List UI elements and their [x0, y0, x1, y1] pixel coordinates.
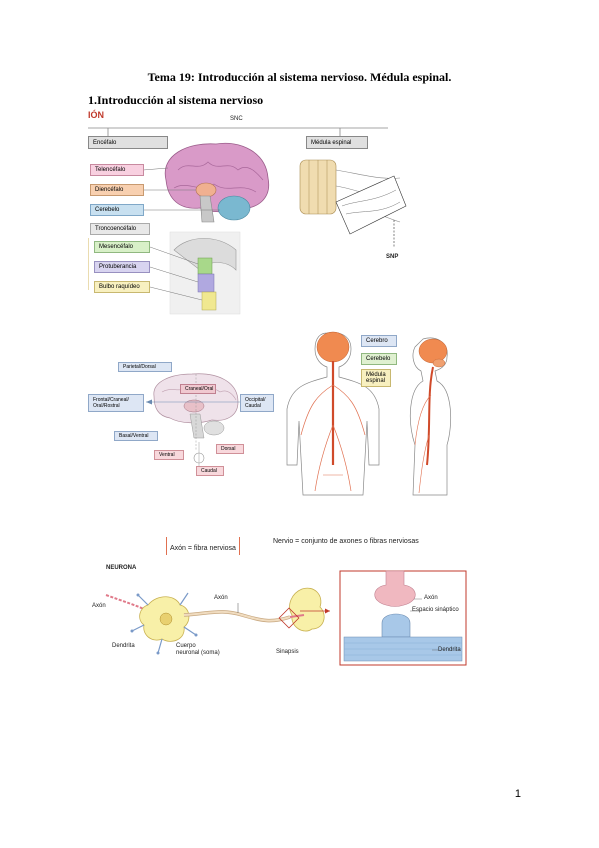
page-number: 1 — [514, 788, 521, 800]
cerebelo-label: Cerebelo — [361, 353, 397, 365]
protuberancia-box: Protuberancia — [94, 261, 150, 273]
figure-body-cns: Cerebro Cerebelo Médula espinal — [283, 325, 465, 505]
craneal-label: Craneal/Oral — [180, 384, 216, 394]
brain-direction-illustration — [146, 373, 258, 468]
cerebro-label: Cerebro — [361, 335, 397, 347]
document-title: Tema 19: Introducción al sistema nervios… — [147, 70, 452, 84]
axon-definition-text: Axón = fibra nerviosa — [170, 545, 236, 552]
basal-label: Basal/Ventral — [114, 431, 158, 441]
bulbo-box: Bulbo raquídeo — [94, 281, 150, 293]
nerve-definition: Nervio = conjunto de axones o fibras ner… — [273, 538, 419, 545]
figure-anatomical-directions: Parietal/Dorsal Craneal/Oral Frontal/Cra… — [88, 358, 278, 483]
diencefalo-box: Diencéfalo — [90, 184, 144, 196]
tronco-box: Troncoencéfalo — [90, 223, 150, 235]
parietal-label: Parietal/Dorsal — [118, 362, 172, 372]
figure-neuron: NEURONA Axón Axón Dendrita Cuerpo neuron… — [92, 565, 470, 670]
cns-illustration — [83, 127, 407, 315]
axon-top-label: Axón — [214, 595, 228, 601]
ventral-label: Ventral — [154, 450, 184, 460]
axon-definition: Axón = fibra nerviosa — [166, 537, 240, 555]
encefalo-box: Encéfalo — [88, 136, 168, 149]
cell-body-label: Cuerpo neuronal (soma) — [176, 643, 220, 656]
cerebelo-box: Cerebelo — [90, 204, 144, 216]
telencefalo-box: Telencéfalo — [90, 164, 144, 176]
snp-label: SNP — [386, 254, 399, 260]
medula-box: Médula espinal — [306, 136, 368, 149]
dendrite-label: Dendrita — [112, 643, 135, 649]
dorsal-label: Dorsal — [216, 444, 244, 454]
body-cns-illustration — [286, 331, 451, 496]
neuron-title: NEURONA — [106, 565, 137, 571]
figure-cns-divisions: IÓN SNC Encéfalo Médula espinal Telencéf… — [83, 110, 418, 320]
synapse-label: Sinapsis — [276, 649, 299, 655]
zoom-synaptic-space-label: Espacio sináptico — [412, 607, 459, 613]
section-heading: 1.Introducción al sistema nervioso — [88, 93, 264, 107]
frontal-label: Frontal/Craneal/ Oral/Rostral — [88, 394, 144, 412]
zoom-axon-label: Axón — [424, 595, 438, 601]
caudal-label: Caudal — [196, 466, 224, 476]
occipital-label: Occipital/ Caudal — [240, 394, 274, 412]
mesencefalo-box: Mesencéfalo — [94, 241, 150, 253]
snc-label: SNC — [230, 116, 243, 122]
corner-label: IÓN — [88, 110, 105, 120]
neuron-illustration — [105, 570, 467, 666]
zoom-dendrite-label: Dendrita — [438, 647, 461, 653]
medula-label: Médula espinal — [361, 369, 391, 387]
axon-left-label: Axón — [92, 603, 106, 609]
